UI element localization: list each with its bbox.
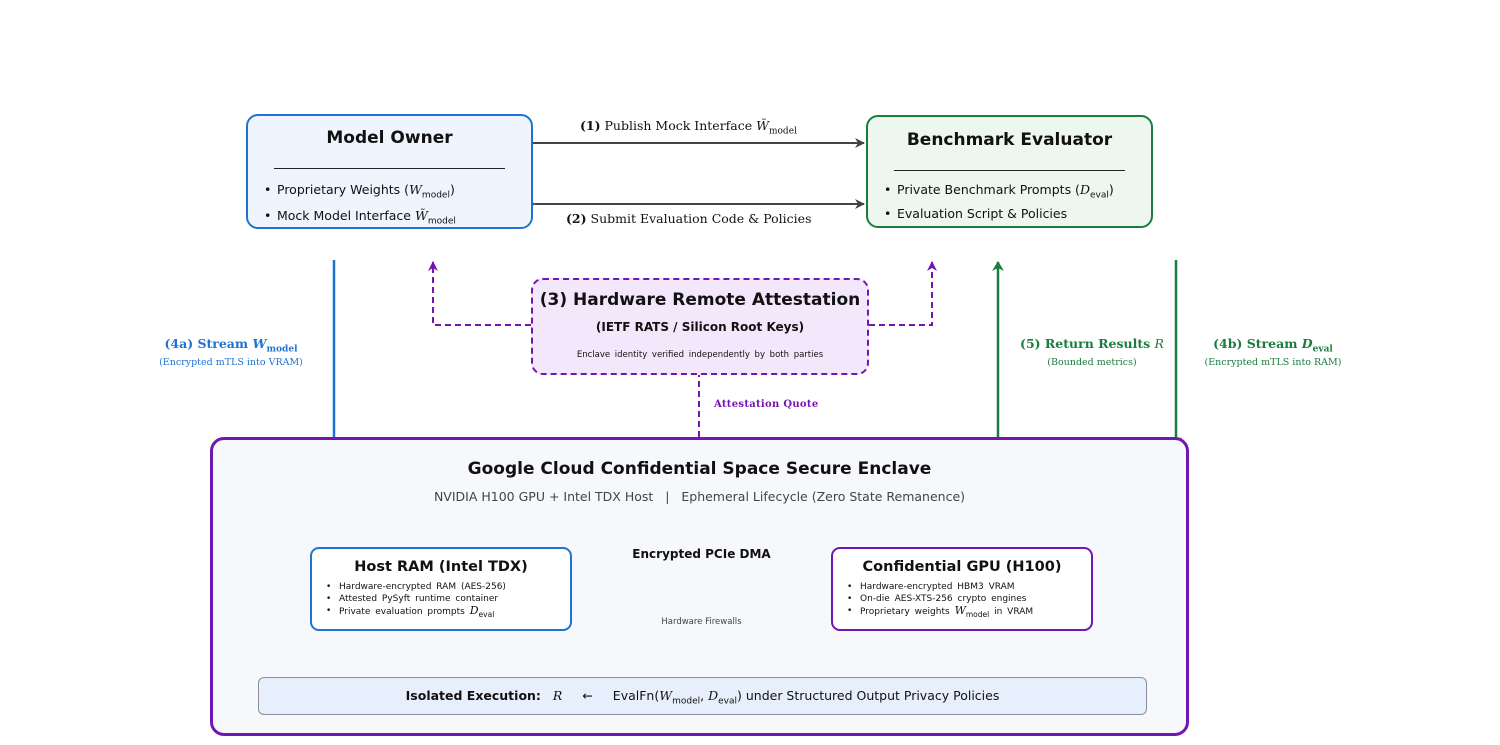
list-item: On-die AES-XTS-256 crypto engines (845, 593, 1033, 605)
enclave-box: Google Cloud Confidential Space Secure E… (210, 437, 1189, 736)
model-owner-title: Model Owner (326, 128, 453, 148)
model-owner-box: Model Owner Proprietary Weights (Wmodel)… (246, 114, 533, 229)
attestation-box: (3) Hardware Remote Attestation (IETF RA… (531, 278, 869, 375)
list-item: Hardware-encrypted HBM3 VRAM (845, 581, 1033, 593)
host-ram-title: Host RAM (Intel TDX) (354, 559, 528, 575)
stream-eval-sublabel: (Encrypted mTLS into RAM) (1204, 357, 1342, 368)
return-results-sublabel: (Bounded metrics) (1047, 357, 1137, 368)
benchmark-evaluator-title: Benchmark Evaluator (906, 130, 1113, 150)
list-item: Private Benchmark Prompts (Deval) (882, 181, 1114, 205)
edge-publish-label: (1) Publish Mock Interface W̃model (580, 118, 797, 137)
list-item: Hardware-encrypted RAM (AES-256) (324, 581, 506, 593)
gpu-list: Hardware-encrypted HBM3 VRAM On-die AES-… (845, 581, 1033, 621)
model-owner-divider (274, 168, 505, 169)
attestation-quote-label: Attestation Quote (714, 399, 819, 410)
edge-submit-label: (2) Submit Evaluation Code & Policies (566, 211, 812, 226)
list-item: Proprietary Weights (Wmodel) (262, 180, 456, 206)
attestation-subtitle: (IETF RATS / Silicon Root Keys) (595, 320, 805, 334)
host-ram-box: Host RAM (Intel TDX) Hardware-encrypted … (310, 547, 572, 631)
attestation-to-evaluator-arrow (869, 261, 937, 326)
pcie-bottom-label: Hardware Firewalls (661, 617, 742, 627)
execution-text: Isolated Execution: R ← EvalFn(Wmodel, D… (405, 688, 1000, 707)
benchmark-evaluator-box: Benchmark Evaluator Private Benchmark Pr… (866, 115, 1153, 228)
return-results-label: (5) Return Results R (1020, 336, 1164, 351)
host-ram-list: Hardware-encrypted RAM (AES-256) Atteste… (324, 581, 506, 621)
pcie-top-label: Encrypted PCIe DMA (632, 547, 771, 561)
list-item: Evaluation Script & Policies (882, 205, 1114, 222)
execution-bar: Isolated Execution: R ← EvalFn(Wmodel, D… (258, 677, 1147, 715)
list-item: Attested PySyft runtime container (324, 593, 506, 605)
list-item: Private evaluation prompts Deval (324, 605, 506, 621)
model-owner-list: Proprietary Weights (Wmodel) Mock Model … (262, 180, 456, 231)
attestation-to-owner-arrow (428, 261, 531, 326)
benchmark-evaluator-list: Private Benchmark Prompts (Deval) Evalua… (882, 181, 1114, 222)
attestation-title: (3) Hardware Remote Attestation (539, 290, 861, 310)
attestation-note: Enclave identity verified independently … (576, 350, 824, 360)
gpu-title: Confidential GPU (H100) (862, 559, 1062, 575)
stream-model-label: (4a) Stream Wmodel (164, 336, 298, 355)
enclave-subtitle: NVIDIA H100 GPU + Intel TDX Host | Ephem… (433, 489, 966, 504)
benchmark-evaluator-divider (894, 170, 1125, 171)
stream-eval-label: (4b) Stream Deval (1213, 336, 1333, 355)
list-item: Proprietary weights Wmodel in VRAM (845, 605, 1033, 621)
enclave-title: Google Cloud Confidential Space Secure E… (467, 459, 932, 479)
list-item: Mock Model Interface W̃model (262, 206, 456, 232)
stream-model-sublabel: (Encrypted mTLS into VRAM) (159, 357, 303, 368)
gpu-box: Confidential GPU (H100) Hardware-encrypt… (831, 547, 1093, 631)
